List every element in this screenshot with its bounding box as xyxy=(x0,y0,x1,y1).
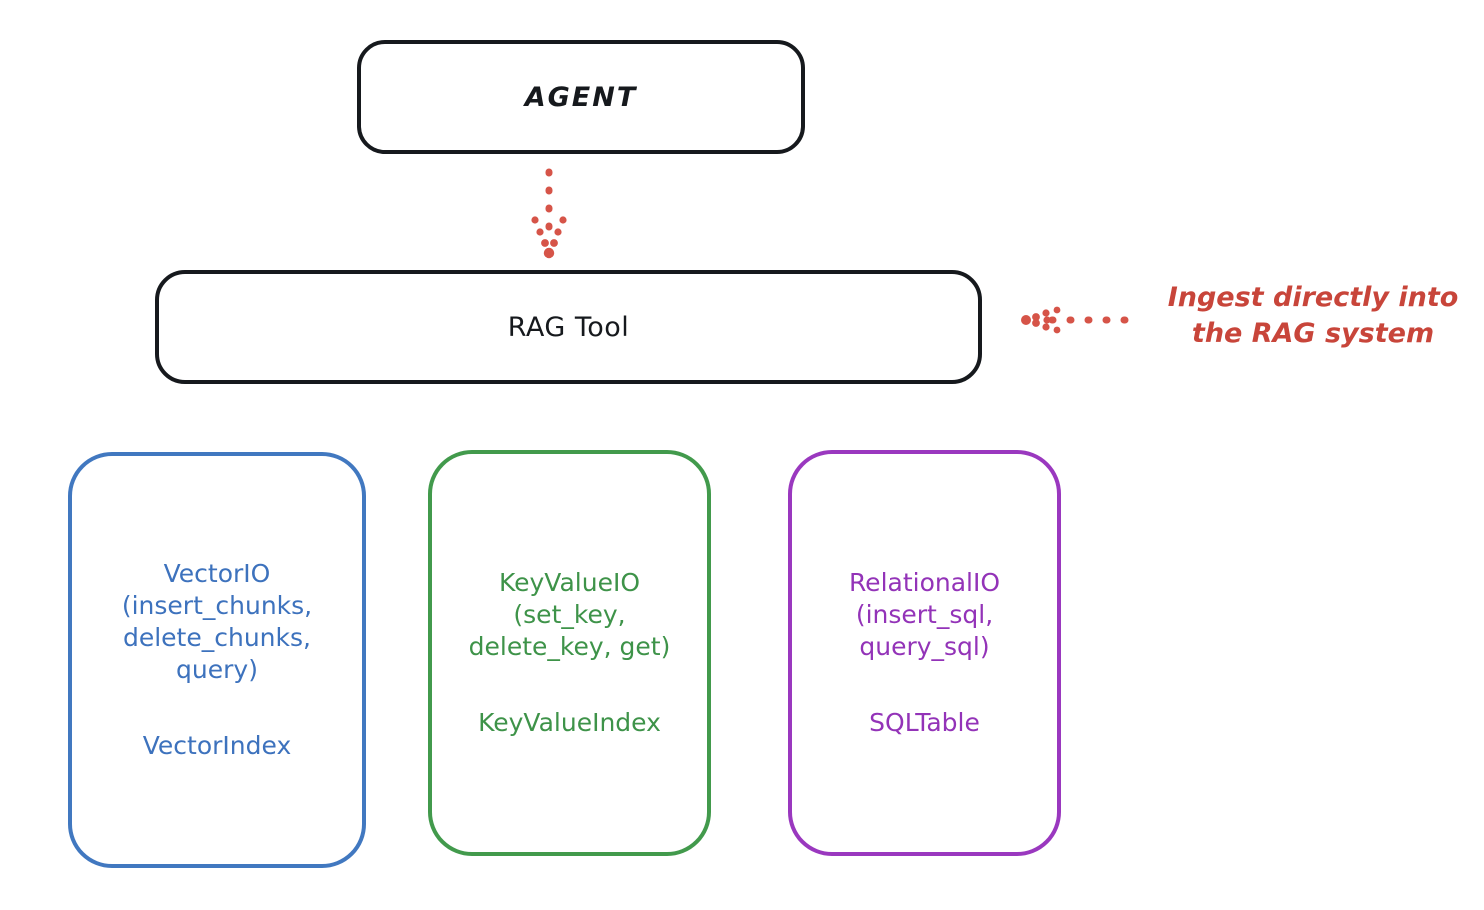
rag-tool-node[interactable]: RAG Tool xyxy=(155,270,982,384)
vector-index-label: VectorIndex xyxy=(142,731,292,760)
agent-node[interactable]: AGENT xyxy=(357,40,805,154)
relational-io-title: RelationalIO (insert_sql, query_sql) xyxy=(849,567,1000,663)
key-value-io-node[interactable]: KeyValueIO (set_key, delete_key, get) Ke… xyxy=(428,450,711,856)
key-value-io-title: KeyValueIO (set_key, delete_key, get) xyxy=(469,567,671,663)
sql-table-label: SQLTable xyxy=(869,708,980,737)
vector-io-title-line: VectorIO xyxy=(163,559,271,588)
connector-ingest-note-to-rag-tool xyxy=(1021,306,1137,334)
key-value-index-label: KeyValueIndex xyxy=(478,708,661,737)
connector-agent-to-rag-tool xyxy=(531,168,567,259)
ingest-annotation: Ingest directly into the RAG system xyxy=(1148,280,1478,353)
vector-io-title: VectorIO (insert_chunks, delete_chunks, … xyxy=(122,558,312,686)
relational-io-title-line: RelationalIO xyxy=(848,568,1001,597)
key-value-io-title-line: KeyValueIO xyxy=(498,568,640,597)
agent-label: AGENT xyxy=(524,81,638,113)
ingest-annotation-line: the RAG system xyxy=(1191,318,1435,350)
relational-io-title-line: (insert_sql, xyxy=(855,600,994,629)
rag-tool-label: RAG Tool xyxy=(507,311,630,343)
key-value-io-title-line: (set_key, xyxy=(513,600,626,629)
vector-io-title-line: delete_chunks, xyxy=(122,623,311,652)
relational-io-title-line: query_sql) xyxy=(859,632,990,661)
relational-io-node[interactable]: RelationalIO (insert_sql, query_sql) SQL… xyxy=(788,450,1061,856)
vector-io-title-line: query) xyxy=(176,655,258,684)
vector-io-title-line: (insert_chunks, xyxy=(121,591,313,620)
key-value-io-title-line: delete_key, get) xyxy=(468,632,671,661)
ingest-annotation-line: Ingest directly into xyxy=(1167,282,1459,313)
vector-io-node[interactable]: VectorIO (insert_chunks, delete_chunks, … xyxy=(68,452,366,868)
